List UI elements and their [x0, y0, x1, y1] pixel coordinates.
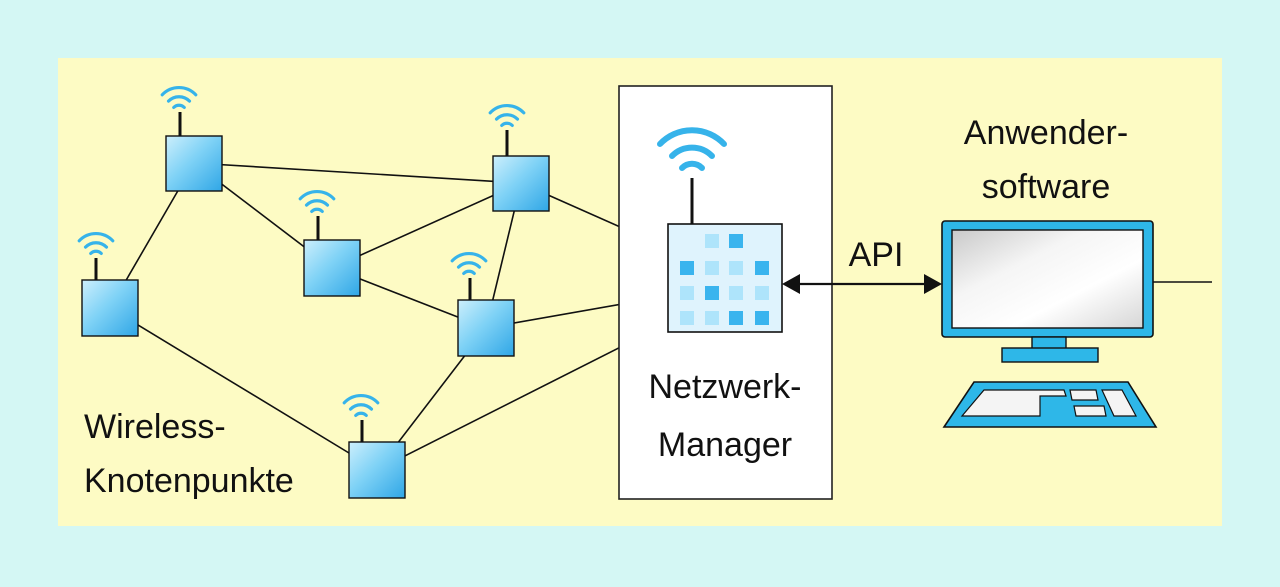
wireless-node-icon — [492, 155, 550, 212]
desktop-computer-icon — [941, 220, 1158, 428]
software-label-line2: software — [982, 168, 1111, 206]
wireless-node-6 — [342, 394, 406, 499]
api-arrow — [782, 274, 942, 294]
manager-label-line2: Manager — [658, 426, 792, 464]
wireless-node-1 — [160, 86, 223, 192]
wireless-node-4 — [77, 232, 139, 337]
wireless-node-5 — [450, 252, 515, 357]
wireless-node-icon — [303, 239, 361, 297]
wireless-node-2 — [488, 104, 550, 212]
wireless-node-icon — [81, 279, 139, 337]
manager-label-line1: Netzwerk- — [648, 368, 801, 406]
wireless-label-line2: Knotenpunkte — [84, 462, 294, 500]
wireless-node-icon — [348, 441, 406, 499]
wireless-node-icon — [165, 135, 223, 192]
wireless-node-3 — [298, 190, 361, 297]
wireless-node-icon — [457, 299, 515, 357]
wireless-label-line1: Wireless- — [84, 408, 226, 446]
network-manager-icon — [660, 130, 783, 333]
api-label: API — [849, 236, 904, 274]
software-label-line1: Anwender- — [964, 114, 1128, 152]
